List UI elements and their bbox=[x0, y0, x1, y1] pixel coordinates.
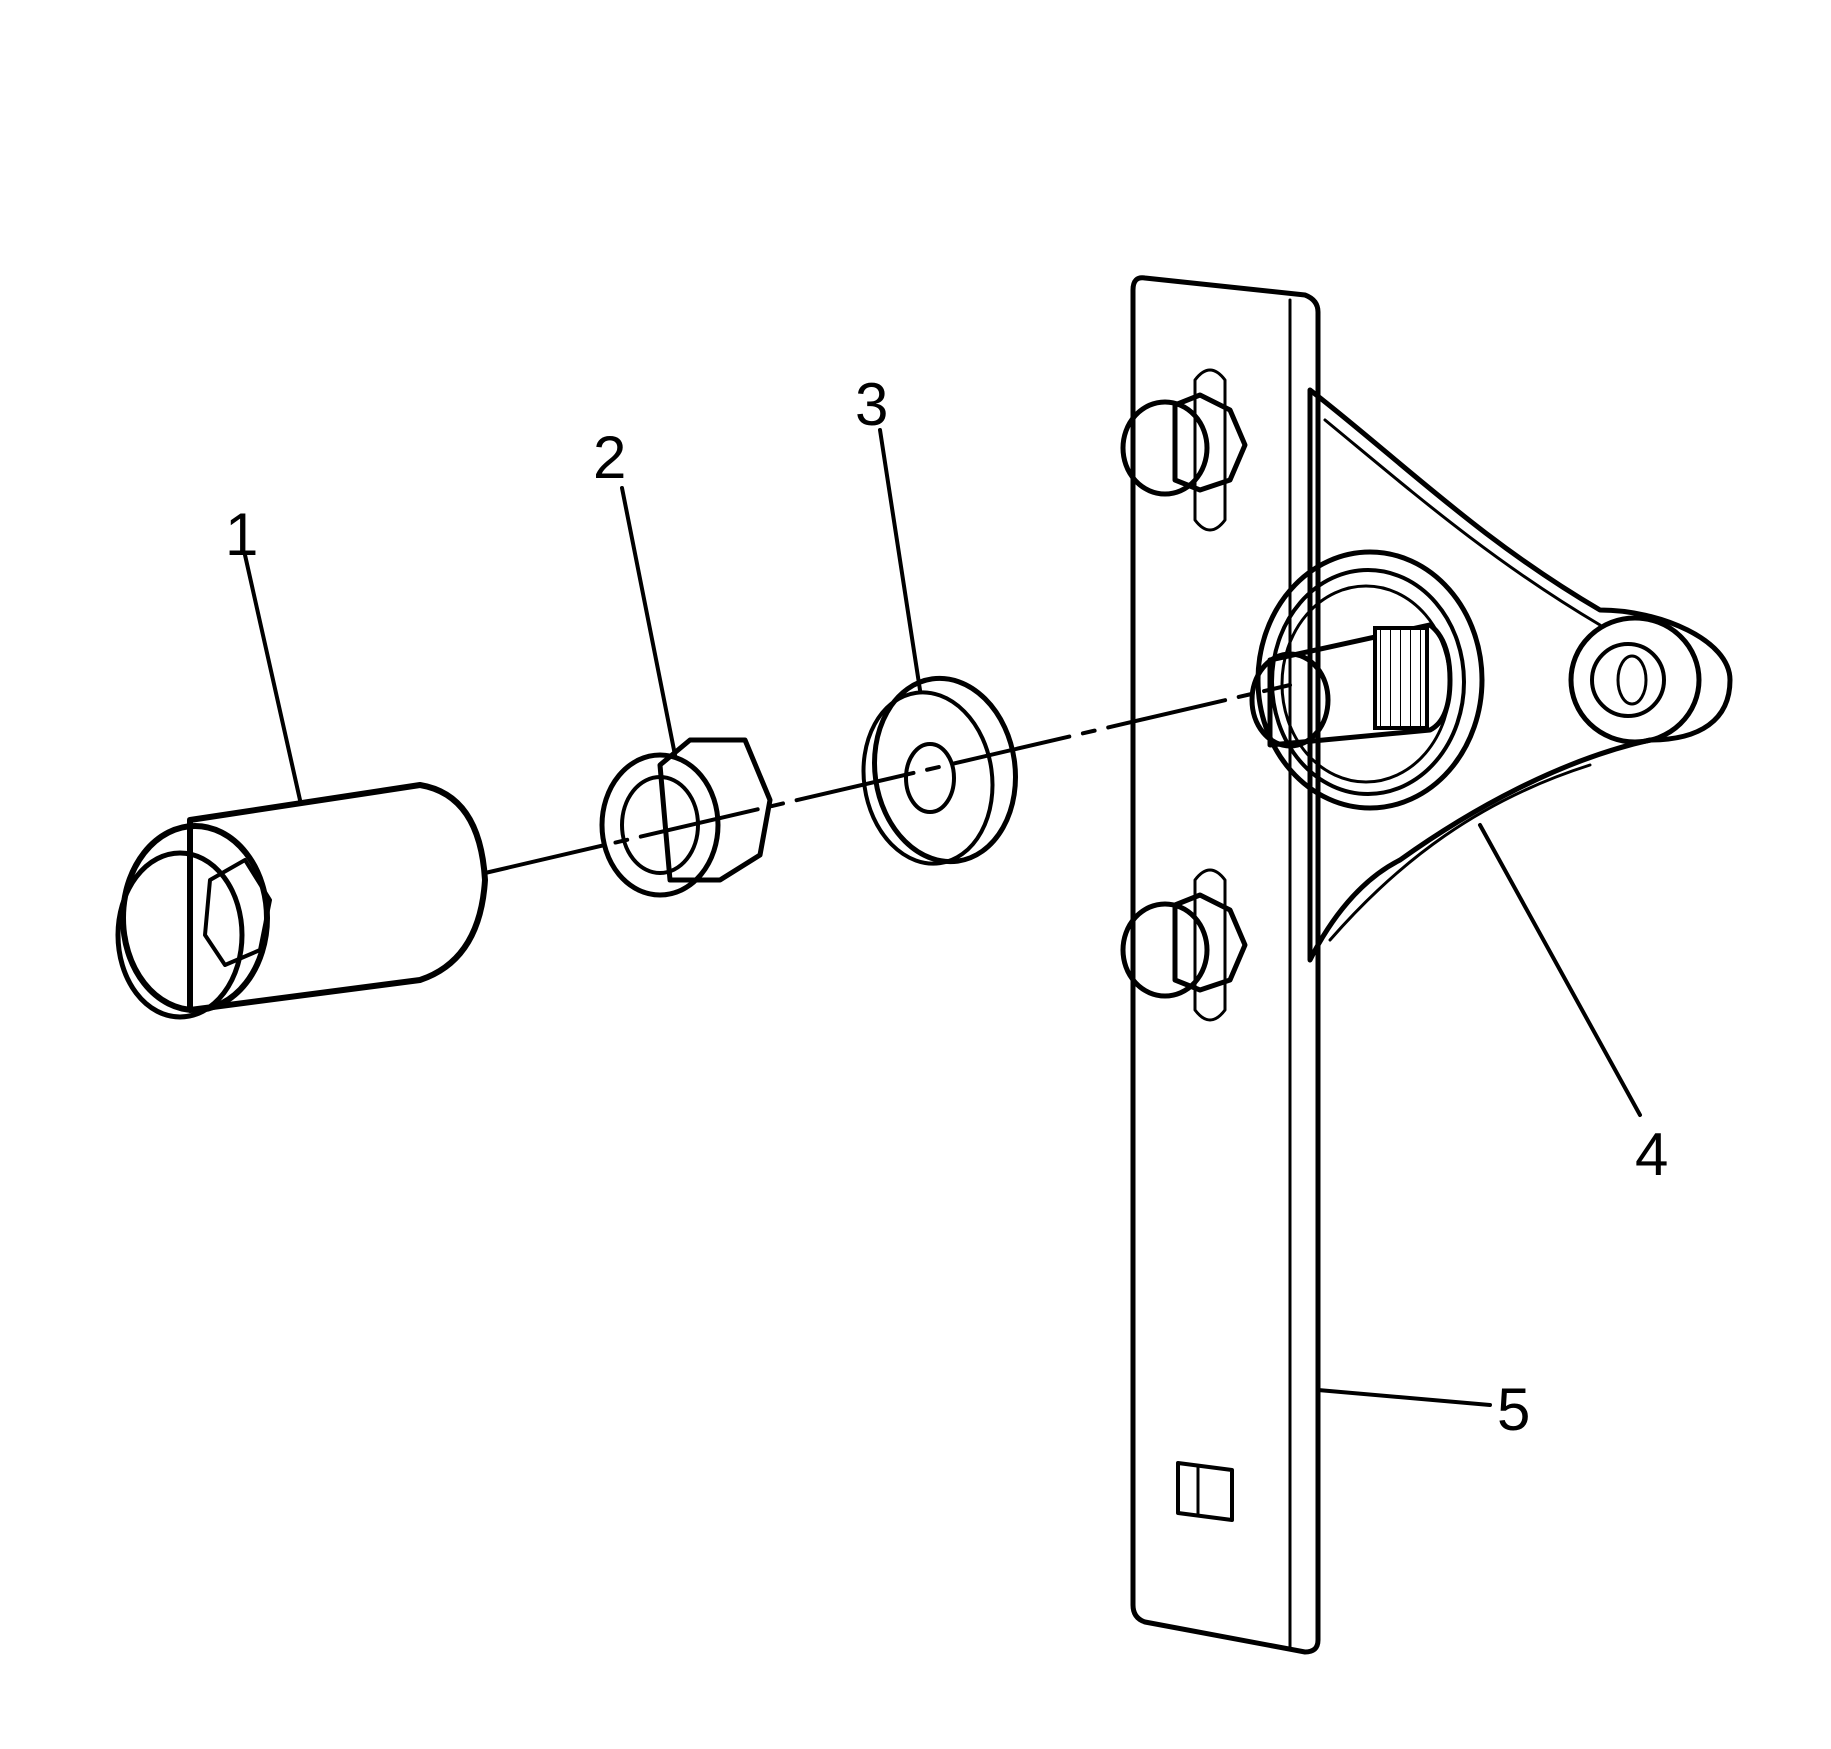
socket-adapter bbox=[115, 782, 488, 1020]
assembly-axis bbox=[483, 683, 1292, 875]
callout-5: 5 bbox=[1497, 1376, 1530, 1443]
callout-4: 4 bbox=[1635, 1121, 1668, 1188]
callout-3: 3 bbox=[855, 371, 888, 438]
leader-3 bbox=[878, 428, 922, 692]
leader-2 bbox=[620, 486, 677, 757]
leader-5 bbox=[1316, 1388, 1492, 1407]
hex-nut bbox=[599, 737, 773, 898]
lower-bolt bbox=[1120, 892, 1248, 999]
washer bbox=[861, 675, 1018, 866]
leader-1 bbox=[243, 553, 302, 802]
leader-lines bbox=[243, 428, 1642, 1407]
triangular-bracket bbox=[1307, 387, 1733, 963]
callout-1: 1 bbox=[225, 501, 258, 568]
callout-2: 2 bbox=[593, 424, 626, 491]
threaded-stud-hub bbox=[1249, 549, 1485, 811]
flat-bar bbox=[1130, 275, 1321, 1655]
upper-bolt bbox=[1120, 392, 1248, 497]
leader-4 bbox=[1478, 823, 1642, 1117]
